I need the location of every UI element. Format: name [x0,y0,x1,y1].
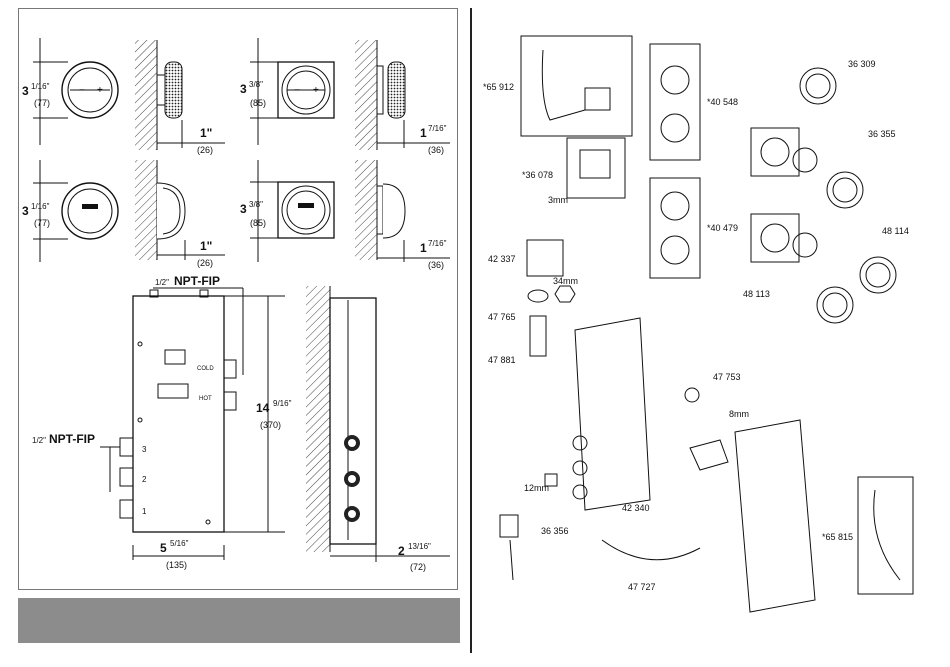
dim-width-main: 5 [160,541,167,555]
part-label-12mm: 12mm [524,483,549,493]
footer-text [18,598,460,643]
part-label-40548: *40 548 [707,97,738,107]
part-label-36078: *36 078 [522,170,553,180]
part-label-42337: 42 337 [488,254,516,264]
button-round-knurled-side [135,40,183,150]
button-square-knurled-side [355,40,406,150]
part-label-47727: 47 727 [628,582,656,592]
part-label-34mm: 34mm [553,276,578,286]
dim-depth-mm: (72) [410,562,426,572]
part-label-47765: 47 765 [488,312,516,322]
npt-top-text: NPT-FIP [174,274,220,288]
dimension-panel-frame [18,8,458,590]
dim-d7-frac: 3/8" [249,200,263,209]
dim-d3-frac: 3/8" [249,80,263,89]
button-round-with-controls-front: − + [61,61,119,119]
dim-d7-mm: (85) [250,218,266,228]
svg-text:+: + [313,85,319,96]
part-label-3mm: 3mm [548,195,568,205]
inlet-label-cold: COLD [197,366,214,372]
dim-d8-frac: 7/16" [428,239,447,248]
button-square-plain-side [355,160,406,260]
dim-depth-main: 2 [398,544,405,558]
dim-d7-main: 3 [240,202,247,216]
dim-height-main: 14 [256,401,270,415]
dim-height-frac: 9/16" [273,399,292,408]
dim-d3-main: 3 [240,82,247,96]
npt-left-frac: 1/2" [32,436,46,445]
dim-d3-mm: (85) [250,98,266,108]
part-labels: *65 912 *36 078 3mm 42 337 34mm 47 765 4… [483,59,909,592]
module-side-view [306,286,377,552]
button-square-with-controls-front: − + [277,61,335,119]
part-label-36355: 36 355 [868,129,896,139]
part-label-8mm: 8mm [729,409,749,419]
dim-d1-frac: 1/16" [31,82,50,91]
outlet-label-1: 1 [142,507,147,516]
svg-text:−: − [79,85,85,96]
inlet-label-hot: HOT [199,396,212,402]
dim-d4-frac: 7/16" [428,124,447,133]
svg-text:−: − [294,85,300,96]
dim-height-mm: (370) [260,420,281,430]
part-label-42340: 42 340 [622,503,650,513]
button-round-plain-side [135,160,186,260]
part-label-65815: *65 815 [822,532,853,542]
dim-arrow-d1 [33,38,68,145]
dim-width-mm: (135) [166,560,187,570]
dim-d4-main: 1 [420,126,427,140]
outlet-label-2: 2 [142,475,147,484]
part-label-47881: 47 881 [488,355,516,365]
dim-d8-mm: (36) [428,260,444,270]
dim-d1-mm: (77) [34,98,50,108]
dim-d6-main: 1" [200,239,212,253]
button-round-plain-front [61,182,119,240]
dim-d5-frac: 1/16" [31,202,50,211]
footer-bar [18,598,460,643]
dim-d5-main: 3 [22,204,29,218]
panel-divider [470,8,472,653]
npt-left-text: NPT-FIP [49,432,95,446]
dim-d2-mm: (26) [197,145,213,155]
dim-d1-main: 3 [22,84,29,98]
part-label-40479: *40 479 [707,223,738,233]
module-front-view [119,289,237,533]
svg-text:+: + [97,85,103,96]
exploded-parts-view [499,35,914,613]
dim-d5-mm: (77) [34,218,50,228]
part-label-48114: 48 114 [882,226,909,236]
part-label-36356: 36 356 [541,526,569,536]
part-label-36309: 36 309 [848,59,876,69]
dim-d2-main: 1" [200,126,212,140]
part-label-47753: 47 753 [713,372,741,382]
npt-top-frac: 1/2" [155,278,169,287]
dim-d4-mm: (36) [428,145,444,155]
module-outlet-labels: 3 2 1 COLD HOT [142,366,214,516]
part-label-65912: *65 912 [483,82,514,92]
dim-d8-main: 1 [420,241,427,255]
button-square-plain-front [277,181,335,239]
outlet-label-3: 3 [142,445,147,454]
part-label-48113: 48 113 [743,289,770,299]
dim-depth-frac: 13/16" [408,542,431,551]
dim-width-frac: 5/16" [170,539,189,548]
dim-d6-mm: (26) [197,258,213,268]
